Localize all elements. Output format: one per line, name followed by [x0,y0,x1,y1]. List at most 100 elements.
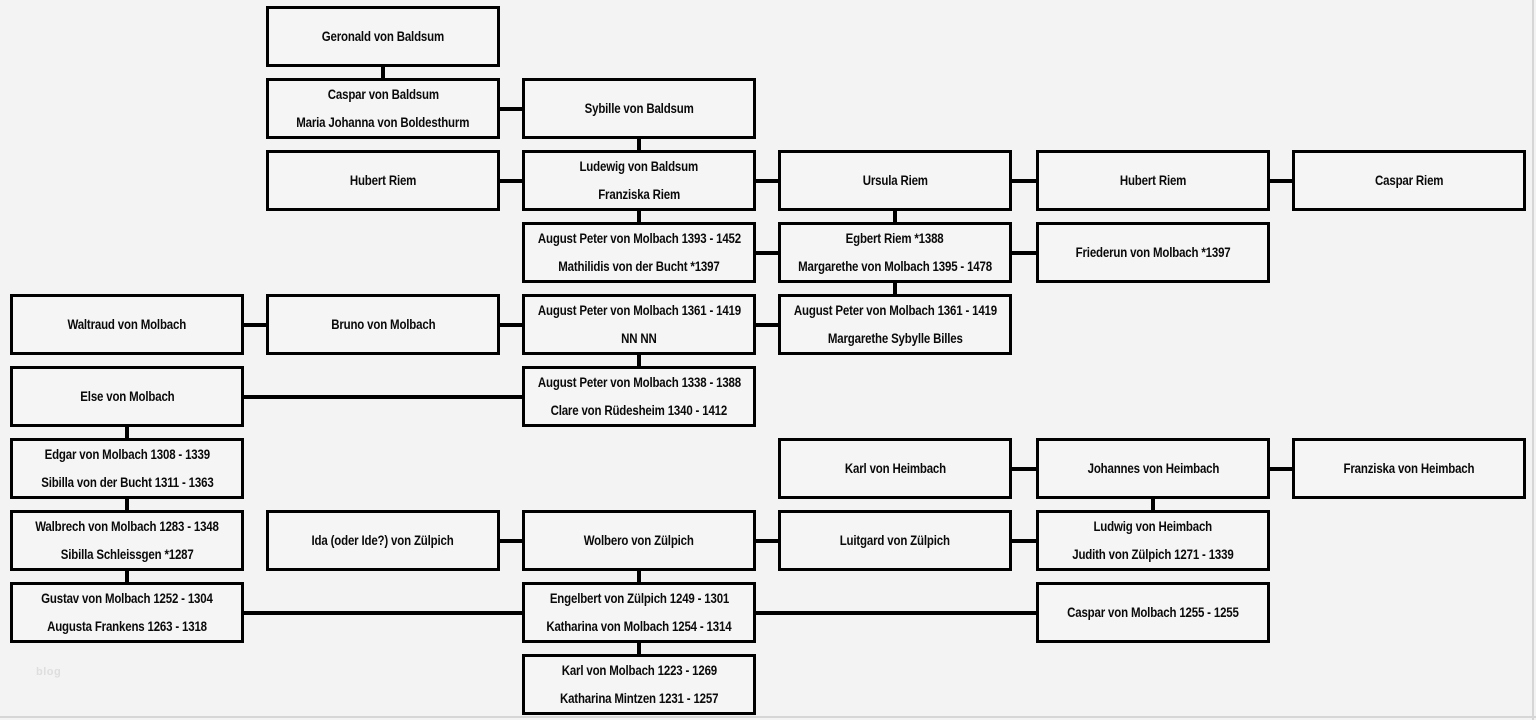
tree-node-luitgard-von-zuelpich: Luitgard von Zülpich [778,510,1012,571]
tree-node-hubert-riem-right: Hubert Riem [1036,150,1270,211]
person-name: Katharina Mintzen 1231 - 1257 [559,690,719,706]
connector-vertical [637,210,641,223]
person-name: Karl von Heimbach [844,460,946,476]
page-bottom-edge [0,716,1536,718]
tree-node-waltraud-von-molbach: Waltraud von Molbach [10,294,244,355]
tree-node-hubert-riem-left: Hubert Riem [266,150,500,211]
tree-node-ursula-riem: Ursula Riem [778,150,1012,211]
person-name: Margarethe von Molbach 1395 - 1478 [798,258,992,274]
connector-horizontal [755,178,779,183]
person-name: Karl von Molbach 1223 - 1269 [561,663,717,678]
tree-node-else-von-molbach: Else von Molbach [10,366,244,427]
person-name: Luitgard von Zülpich [839,532,951,548]
person-name: Hubert Riem [1119,172,1187,188]
person-name: August Peter von Molbach 1361 - 1419 [537,303,741,318]
tree-node-johannes-von-heimbach: Johannes von Heimbach [1036,438,1270,499]
tree-node-karl-von-heimbach: Karl von Heimbach [778,438,1012,499]
person-name: Geronald von Baldsum [321,28,445,44]
person-name: NN NN [621,330,657,346]
connector-horizontal [243,322,267,327]
connector-horizontal [1011,538,1037,543]
person-name: Bruno von Molbach [330,316,436,332]
connector-horizontal [243,610,523,615]
tree-node-wolbero-von-zuelpich: Wolbero von Zülpich [522,510,756,571]
connector-vertical [125,570,129,583]
tree-node-geronald-von-baldsum: Geronald von Baldsum [266,6,500,67]
person-name: Judith von Zülpich 1271 - 1339 [1072,546,1234,562]
person-name: Katharina von Molbach 1254 - 1314 [546,618,732,634]
person-name: Caspar Riem [1374,172,1444,188]
person-name: Ursula Riem [862,172,928,188]
person-name: Ludwig von Heimbach [1093,519,1213,534]
tree-node-caspar-riem: Caspar Riem [1292,150,1526,211]
person-name: Walbrech von Molbach 1283 - 1348 [35,519,219,534]
tree-node-caspar-von-molbach-1255: Caspar von Molbach 1255 - 1255 [1036,582,1270,643]
connector-vertical [637,354,641,367]
person-name: Else von Molbach [79,388,175,404]
person-name: Edgar von Molbach 1308 - 1339 [44,447,210,462]
connector-vertical [893,282,897,295]
connector-horizontal [499,178,523,183]
person-name: Wolbero von Zülpich [583,532,695,548]
person-name: Johannes von Heimbach [1087,460,1219,476]
connector-vertical [381,66,385,79]
person-name: Margarethe Sybylle Billes [827,330,963,346]
watermark-text: blog [36,666,62,678]
person-name: Waltraud von Molbach [67,316,187,332]
connector-vertical [893,210,897,223]
person-name: Engelbert von Zülpich 1249 - 1301 [549,591,729,606]
connector-vertical [125,498,129,511]
connector-horizontal [243,394,523,399]
person-name: August Peter von Molbach 1393 - 1452 [537,231,741,246]
person-name: Sibilla von der Bucht 1311 - 1363 [40,474,214,490]
tree-node-bruno-von-molbach: Bruno von Molbach [266,294,500,355]
connector-vertical [125,426,129,439]
connector-horizontal [499,538,523,543]
connector-vertical [637,138,641,151]
connector-horizontal [1269,178,1293,183]
person-name: Hubert Riem [349,172,417,188]
connector-horizontal [499,322,523,327]
connector-horizontal [755,250,779,255]
connector-horizontal [1011,250,1037,255]
person-name: Ida (oder Ide?) von Zülpich [311,532,455,548]
tree-node-franziska-von-heimbach: Franziska von Heimbach [1292,438,1526,499]
person-name: Gustav von Molbach 1252 - 1304 [41,591,213,606]
connector-horizontal [1269,466,1293,471]
person-name: Ludewig von Baldsum [579,159,699,174]
person-name: Friederun von Molbach *1397 [1075,244,1231,260]
tree-node-ida-von-zuelpich: Ida (oder Ide?) von Zülpich [266,510,500,571]
connector-horizontal [499,106,523,111]
person-name: August Peter von Molbach 1338 - 1388 [537,375,741,390]
connector-horizontal [755,322,779,327]
person-name: Franziska Riem [598,186,680,202]
person-name: Clare von Rüdesheim 1340 - 1412 [550,402,728,418]
connector-horizontal [1011,178,1037,183]
connector-horizontal [755,538,779,543]
connector-horizontal [755,610,1037,615]
tree-node-friederun-von-molbach: Friederun von Molbach *1397 [1036,222,1270,283]
tree-node-sybille-von-baldsum: Sybille von Baldsum [522,78,756,139]
person-name: Caspar von Molbach 1255 - 1255 [1067,604,1239,620]
page-right-edge [1532,0,1534,720]
person-name: August Peter von Molbach 1361 - 1419 [793,303,997,318]
connector-vertical [1151,498,1155,511]
person-name: Maria Johanna von Boldesthurm [296,114,470,130]
connector-horizontal [1011,466,1037,471]
tree-node-august-peter-1361-nn: August Peter von Molbach 1361 - 1419 NN N… [522,294,756,355]
person-name: Augusta Frankens 1263 - 1318 [47,618,207,634]
person-name: Sybille von Baldsum [584,100,694,116]
person-name: Sibilla Schleissgen *1287 [60,546,194,562]
